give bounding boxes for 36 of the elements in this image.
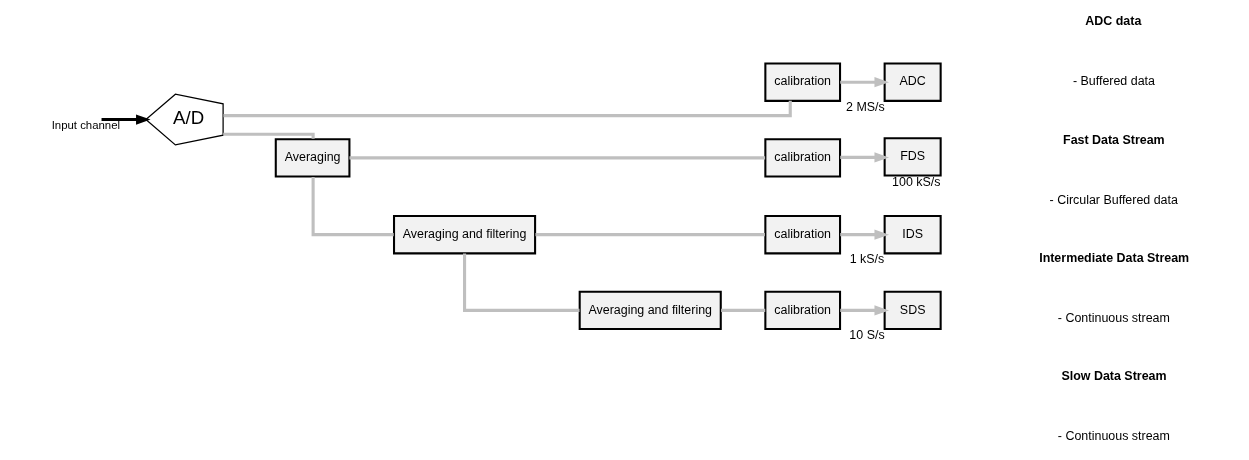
label: - Buffered data — [1072, 74, 1155, 89]
connector — [721, 308, 766, 312]
node-label: 100 kS/s — [892, 174, 941, 189]
connector — [311, 176, 394, 237]
arrow — [101, 114, 151, 125]
node-box: Averaging and filtering — [578, 290, 722, 331]
connector — [223, 100, 792, 118]
node-label: 10 S/s — [849, 328, 885, 343]
label: ADC data — [1085, 14, 1142, 29]
node-box: SDS — [883, 290, 942, 331]
node-box: calibration — [764, 62, 842, 102]
node-box: IDS — [883, 214, 942, 255]
connector — [349, 156, 766, 160]
arrow — [840, 305, 889, 316]
node-box: calibration — [764, 290, 842, 331]
arrow — [840, 77, 889, 88]
node-box: FDS — [883, 137, 942, 177]
arrow — [840, 152, 889, 163]
node-box: Averaging — [274, 138, 351, 178]
connector — [463, 253, 580, 312]
arrow — [840, 229, 889, 240]
node-box: calibration — [764, 138, 842, 178]
label: Slow Data Stream — [1061, 368, 1167, 383]
node-box: Averaging and filtering — [393, 214, 537, 255]
node-box: calibration — [764, 214, 842, 255]
label: Fast Data Stream — [1063, 132, 1165, 147]
label: Intermediate Data Stream — [1039, 250, 1190, 265]
label: - Circular Buffered data — [1049, 192, 1178, 207]
node-box: ADC — [883, 62, 942, 102]
node-label: 2 MS/s — [846, 99, 885, 114]
connector — [535, 233, 765, 237]
edge-label: Input channel — [51, 118, 121, 131]
label: - Continuous stream — [1057, 429, 1170, 444]
label: - Continuous stream — [1057, 310, 1170, 325]
node-label: 1 kS/s — [849, 252, 885, 267]
connector — [223, 132, 315, 139]
